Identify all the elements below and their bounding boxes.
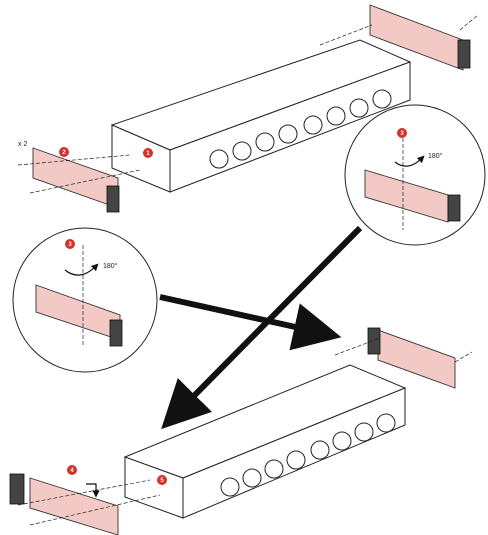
pdu-top bbox=[110, 39, 412, 193]
svg-text:4: 4 bbox=[70, 468, 74, 474]
quantity-label: x 2 bbox=[18, 141, 27, 148]
detail-circle-right: 180° bbox=[344, 104, 486, 246]
svg-text:1: 1 bbox=[146, 151, 150, 157]
arrow-right-circle-to-bottom bbox=[161, 225, 363, 430]
step-badge-2: 2 bbox=[59, 147, 69, 157]
rotation-label-right: 180° bbox=[428, 152, 443, 160]
pdu-bottom-outlets bbox=[220, 413, 396, 497]
arrow-left-circle-to-bottom bbox=[159, 294, 342, 351]
step-badge-5: 5 bbox=[157, 475, 167, 485]
pdu-top-outlets bbox=[209, 89, 392, 169]
bracket-bottom-right bbox=[334, 327, 473, 389]
detail-circle-left: 180° bbox=[12, 227, 158, 373]
bracket-top-right bbox=[319, 4, 479, 71]
step-badge-3-left: 3 bbox=[65, 239, 75, 249]
step-badge-4: 4 bbox=[67, 465, 77, 475]
rotation-label-left: 180° bbox=[103, 262, 118, 270]
bracket-left-top bbox=[17, 147, 141, 213]
svg-text:5: 5 bbox=[160, 478, 164, 484]
bracket-bottom-left bbox=[9, 473, 161, 535]
pdu-bottom bbox=[123, 364, 407, 519]
svg-text:2: 2 bbox=[62, 150, 66, 156]
step-badge-1: 1 bbox=[143, 148, 153, 158]
svg-text:3: 3 bbox=[68, 242, 72, 248]
svg-text:3: 3 bbox=[400, 131, 404, 137]
step-badge-3-right: 3 bbox=[397, 128, 407, 138]
